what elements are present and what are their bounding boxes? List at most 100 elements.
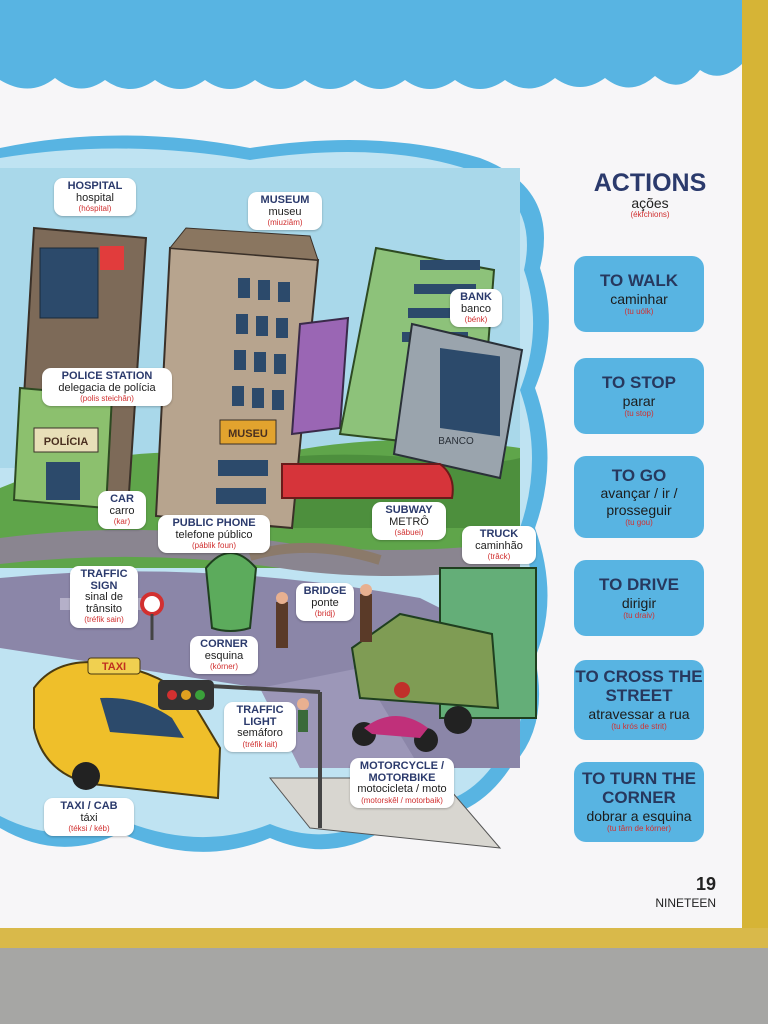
label-pt: telefone público: [175, 528, 253, 541]
label-en: MUSEUM: [260, 194, 310, 206]
action-pt: dirigir: [621, 594, 657, 611]
label-pron: (miuziâm): [267, 218, 303, 228]
label-pron: (trâck): [487, 552, 511, 562]
label-en: CORNER: [200, 638, 248, 650]
label-pron: (hóspital): [78, 204, 112, 214]
label-museum: MUSEUM museu (miuziâm): [248, 192, 322, 231]
label-pt: esquina: [204, 649, 244, 662]
action-to-turn-the-corner: TO TURN THE CORNER dobrar a esquina (tu …: [574, 762, 704, 842]
label-pron: (kar): [113, 517, 131, 527]
action-pt: avançar / ir / prosseguir: [600, 485, 678, 518]
label-en: TRAFFIC SIGN: [80, 568, 128, 592]
action-pt: dobrar a esquina: [586, 807, 692, 824]
action-en: TO TURN THE CORNER: [582, 769, 696, 808]
action-en: TO GO: [611, 465, 667, 485]
label-pt: semáforo: [237, 727, 283, 740]
action-to-go: TO GO avançar / ir / prosseguir (tu gou): [574, 456, 704, 538]
label-pt: ponte: [311, 596, 339, 609]
action-en: TO STOP: [601, 372, 676, 392]
action-to-cross-the-street: TO CROSS THE STREET atravessar a rua (tu…: [574, 660, 704, 740]
label-pt: METRÔ: [389, 515, 429, 528]
label-pron: (tréfik lait): [242, 739, 278, 749]
label-pron: (tréfik sain): [84, 615, 124, 625]
actions-subtitle: ações: [631, 195, 669, 212]
label-pt: hospital: [76, 191, 114, 204]
action-en: TO DRIVE: [599, 574, 679, 594]
label-en: HOSPITAL: [67, 180, 123, 192]
label-en: MOTORCYCLE / MOTORBIKE: [359, 760, 445, 784]
action-pron: (tu draiv): [623, 610, 655, 620]
label-pron: (polis steichân): [80, 394, 134, 404]
actions-pronunciation: (ékfchions): [630, 209, 670, 219]
book-page: POLÍCIA MUSEU BANCO: [0, 0, 742, 928]
label-motorcycle: MOTORCYCLE / MOTORBIKE motocicleta / mot…: [350, 758, 454, 809]
action-pron: (tu uólk): [624, 306, 654, 316]
label-en: SUBWAY: [385, 504, 433, 516]
truck-shape: [350, 567, 537, 734]
purple-building: [290, 316, 350, 436]
action-pt: parar: [622, 392, 656, 409]
public-phone-booth: [204, 552, 258, 632]
action-to-drive: TO DRIVE dirigir (tu draiv): [574, 560, 704, 636]
actions-title: ACTIONS: [593, 169, 707, 197]
label-en: CAR: [110, 493, 134, 505]
book-bottom-edge: [0, 928, 768, 948]
label-pt: sinal de trânsito: [85, 591, 123, 615]
label-en: BRIDGE: [303, 585, 347, 597]
museum-building: MUSEU: [154, 227, 320, 530]
label-pron: (bridj): [314, 609, 336, 619]
label-pt: táxi: [80, 811, 98, 824]
label-en: TRAFFIC LIGHT: [236, 704, 284, 728]
taxi-roof-sign: TAXI: [102, 661, 126, 673]
label-hospital: HOSPITAL hospital (hóspital): [54, 178, 136, 217]
motorcycle-shape: [352, 682, 438, 752]
page-number: 19: [695, 874, 716, 894]
police-station-building: POLÍCIA: [12, 386, 114, 510]
label-pron: (téksi / kéb): [68, 824, 110, 834]
book-spine-edge: [742, 0, 768, 940]
label-en: TAXI / CAB: [60, 800, 118, 812]
action-pron: (tu stop): [624, 408, 654, 418]
label-pron: (kórner): [209, 662, 238, 672]
label-pron: (páblik foun): [191, 541, 237, 551]
label-pt: banco: [461, 302, 491, 315]
page-number-word: NINETEEN: [655, 896, 716, 910]
action-pt: atravessar a rua: [588, 705, 690, 722]
label-bridge: BRIDGE ponte (bridj): [296, 583, 354, 622]
label-pron: (motorskêl / motorbaik): [361, 795, 443, 805]
banco-sign: BANCO: [438, 436, 474, 447]
label-police-station: POLICE STATION delegacia de polícia (pol…: [42, 368, 172, 407]
label-pt: motocicleta / moto: [357, 783, 447, 796]
label-en: TRUCK: [479, 528, 519, 540]
traffic-light-shape: [158, 680, 322, 828]
label-pt: caminhão: [475, 539, 523, 552]
label-pt: museu: [268, 205, 302, 218]
pedestrians: [276, 584, 372, 732]
label-taxi: TAXI / CAB táxi (téksi / kéb): [44, 798, 134, 837]
label-pt: delegacia de polícia: [58, 381, 156, 394]
street-crosswalk: [260, 668, 420, 768]
actions-header: ACTIONS ações (ékfchions): [568, 170, 732, 219]
museu-sign: MUSEU: [228, 428, 268, 440]
action-pron: (tu gou): [625, 517, 653, 527]
label-en: POLICE STATION: [61, 370, 153, 382]
label-pron: (sâbuei): [394, 528, 424, 538]
subway-train: [281, 463, 454, 499]
label-truck: TRUCK caminhão (trâck): [462, 526, 536, 565]
label-en: BANK: [460, 291, 492, 303]
action-en: TO WALK: [599, 270, 679, 290]
label-traffic-light: TRAFFIC LIGHT semáforo (tréfik lait): [224, 702, 296, 753]
action-pron: (tu krós de strit): [611, 721, 667, 731]
label-pron: (bénk): [464, 315, 488, 325]
action-to-walk: TO WALK caminhar (tu uólk): [574, 256, 704, 332]
label-car: CAR carro (kar): [98, 491, 146, 530]
label-pt: carro: [109, 504, 135, 517]
label-en: PUBLIC PHONE: [172, 517, 256, 529]
scanner-background: [0, 948, 768, 1024]
action-pt: caminhar: [610, 290, 668, 307]
action-pron: (tu târn de kórner): [606, 823, 672, 833]
top-wave-banner: [0, 0, 742, 89]
traffic-sign-shape: [140, 592, 164, 616]
label-bank: BANK banco (bénk): [450, 289, 502, 328]
label-subway: SUBWAY METRÔ (sâbuei): [372, 502, 446, 541]
